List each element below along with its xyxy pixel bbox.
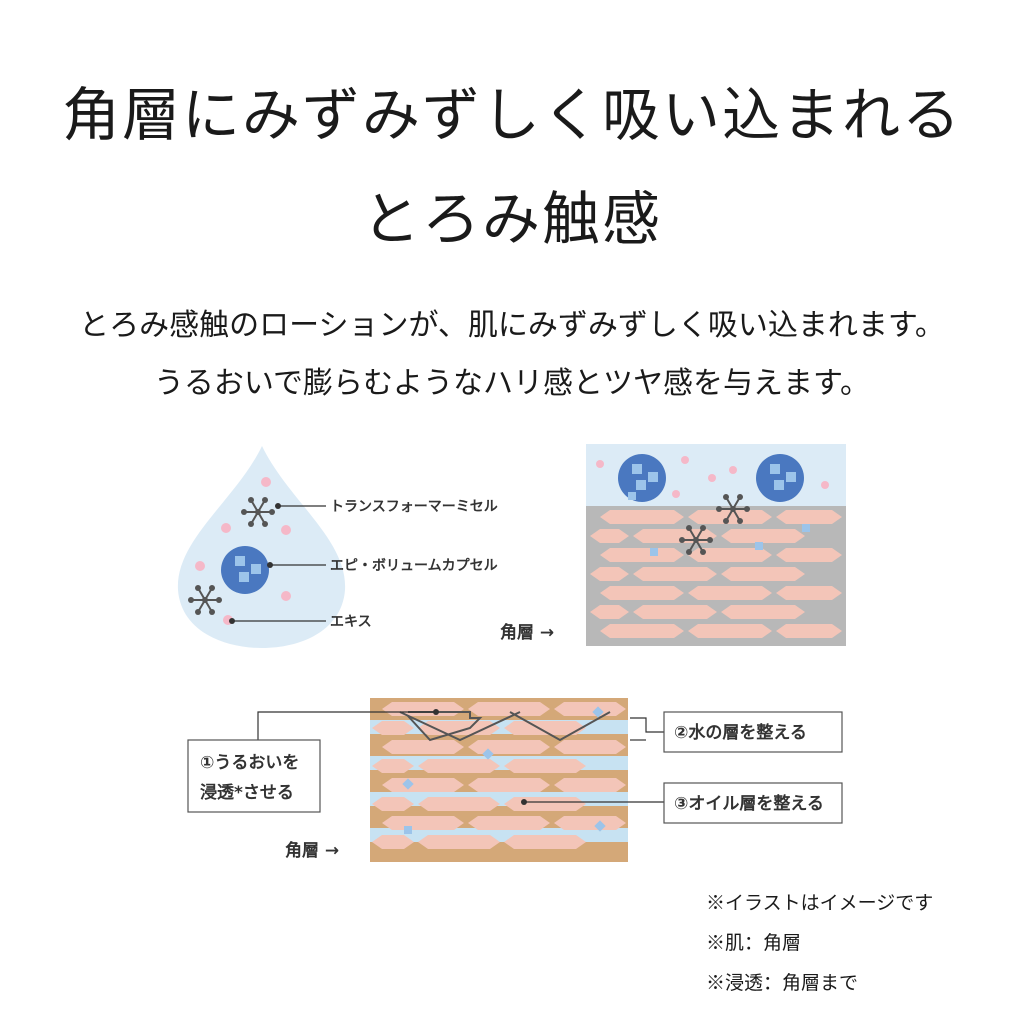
callout-3-text: ③オイル層を整える xyxy=(674,793,824,814)
skin-cell xyxy=(468,816,550,830)
skin-cell xyxy=(721,605,805,619)
description-line2: うるおいで膨らむようなハリ感とツヤ感を与えます。 xyxy=(153,366,871,401)
droplet-diagram: トランスフォーマーミセル エピ・ボリュームカプセル エキス xyxy=(177,446,498,648)
skin-cell xyxy=(418,797,500,811)
epi-volume-capsule-icon xyxy=(221,546,269,594)
skin-cell xyxy=(633,605,717,619)
skin-cell xyxy=(468,702,550,716)
skin-cell xyxy=(776,624,842,638)
skin-cell xyxy=(504,835,586,849)
skin-cell xyxy=(600,586,684,600)
capsule-icon-left xyxy=(618,454,666,502)
skin-cell xyxy=(590,529,629,543)
skin-cell xyxy=(688,586,772,600)
description-line1: とろみ感触のローションが、肌にみずみずしく吸い込まれます。 xyxy=(79,308,945,343)
layer-label-bottom: 角層 → xyxy=(285,840,339,861)
skin-cell xyxy=(382,816,464,830)
water-droplet-shape xyxy=(177,446,346,648)
skin-cell xyxy=(600,510,684,524)
skin-cell xyxy=(418,759,500,773)
skin-cell xyxy=(776,548,842,562)
skin-cell xyxy=(554,816,626,830)
skin-cell xyxy=(372,721,414,735)
skin-cell xyxy=(688,548,772,562)
skin-cell xyxy=(468,740,550,754)
callout-1-line1: ①うるおいを xyxy=(200,753,299,773)
note-illustration: ※イラストはイメージです xyxy=(706,892,934,914)
skin-cell xyxy=(554,778,626,792)
label-epi-volume-capsule: エピ・ボリュームカプセル xyxy=(330,558,498,574)
callout-2-text: ②水の層を整える xyxy=(674,722,807,743)
skin-cell xyxy=(590,567,629,581)
skin-cell xyxy=(504,797,586,811)
skin-cell xyxy=(554,702,626,716)
skin-layer-diagram-bottom: ①うるおいを 浸透*させる ②水の層を整える ③オイル層を整える 角層 → xyxy=(187,698,843,862)
skin-cell xyxy=(590,605,629,619)
headline-line2: とろみ触感 xyxy=(361,185,662,253)
skin-cell xyxy=(372,759,414,773)
callout-box-1 xyxy=(187,739,321,813)
callout-box-2 xyxy=(663,711,843,753)
skin-cell xyxy=(372,797,414,811)
label-transformer-micelle: トランスフォーマーミセル xyxy=(330,499,498,515)
skin-cell xyxy=(688,510,772,524)
skin-cell xyxy=(721,529,805,543)
skin-cell xyxy=(721,567,805,581)
skin-cell xyxy=(504,721,586,735)
headline-line1: 角層にみずみずしく吸い込まれる xyxy=(61,81,962,149)
skin-cell xyxy=(382,778,464,792)
skin-cell xyxy=(600,624,684,638)
note-penetration: ※浸透：角層まで xyxy=(706,972,859,994)
label-extract: エキス xyxy=(330,614,372,630)
skin-cell xyxy=(776,510,842,524)
skin-cell xyxy=(688,624,772,638)
skin-cell xyxy=(468,778,550,792)
layer-label-top: 角層 → xyxy=(500,622,554,643)
note-skin: ※肌：角層 xyxy=(706,932,802,954)
capsule-icon-right xyxy=(756,454,804,502)
callout-box-3 xyxy=(663,782,843,824)
callout-1-line2: 浸透*させる xyxy=(200,782,294,803)
skin-cell xyxy=(418,835,500,849)
skin-cell xyxy=(633,567,717,581)
skin-cell xyxy=(554,740,626,754)
skin-cell xyxy=(776,586,842,600)
skin-cell xyxy=(382,740,464,754)
skin-layer-diagram-top: 角層 → xyxy=(500,444,846,646)
skin-cell xyxy=(372,835,414,849)
skin-cell xyxy=(382,702,464,716)
skin-cell xyxy=(600,548,684,562)
skin-cell xyxy=(504,759,586,773)
